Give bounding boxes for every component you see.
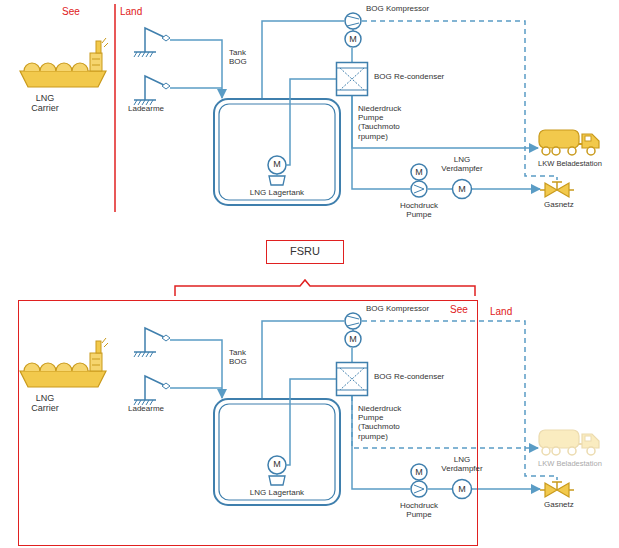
truck-station-graphic [538, 122, 602, 158]
ship-icon-graphic [18, 35, 108, 90]
pipe-connector [262, 321, 344, 398]
pipe-connector [362, 321, 557, 480]
node-label: M [344, 334, 362, 344]
storage-tank: M LNG Lagertank [213, 98, 341, 206]
pipe-connector [362, 21, 557, 180]
loading-arms: Ladearme [130, 322, 178, 402]
gas-grid-valve-graphic [540, 180, 574, 198]
edge-label: Tank BOG [229, 348, 257, 366]
vaporizer-symbol: LNG VerdampferM [452, 179, 472, 199]
zone-label: Land [490, 306, 512, 318]
pump-symbol: MHochdruck Pumpe [410, 463, 428, 497]
pipe-connector [290, 79, 336, 98]
node-label: LNG Carrier [23, 393, 67, 414]
node-label: LKW Beladestation [534, 160, 606, 169]
pipe-connector [472, 188, 540, 190]
pipe-connector [352, 96, 410, 189]
node-label: LNG Verdampfer [438, 155, 486, 173]
pipe-connector [351, 348, 353, 362]
bracket [175, 280, 475, 296]
node-label: Ladearme [128, 104, 164, 113]
truck-station: LKW Beladestation [538, 122, 602, 158]
pipe-connector [428, 188, 452, 190]
node-label: LNG Lagertank [213, 188, 341, 197]
part-label: Niederdruck Pumpe (Tauchmoto rpumpe) [358, 404, 408, 441]
ship-icon-graphic [18, 335, 108, 390]
sea-region: SeeLNG CarrierLadearmeMLNG LagertankBOG … [18, 300, 478, 546]
ship-icon: LNG Carrier [18, 35, 108, 90]
gas-grid-valve-graphic [540, 480, 574, 498]
node-label: FSRU [267, 241, 343, 262]
loading-arms-graphic [130, 22, 178, 102]
pipe-connector [352, 96, 538, 148]
node-label: LNG Carrier [23, 93, 67, 114]
node-label: BOG Kompressor [366, 304, 429, 313]
loading-arms: Ladearme [130, 22, 178, 102]
pipe-connector [472, 488, 540, 490]
pipe-connector [290, 379, 336, 398]
pipe-connector [262, 21, 344, 98]
zone-label: Land [120, 6, 142, 18]
arm-pipe [178, 387, 222, 389]
recondenser-box: BOG Re-condenser [336, 362, 368, 396]
node-label: BOG Re-condenser [374, 372, 444, 381]
node-label: LNG Lagertank [213, 488, 341, 497]
node-label: Hochdruck Pumpe [396, 201, 442, 219]
vaporizer-symbol: LNG VerdampferM [452, 479, 472, 499]
compressor-symbol: BOG KompressorM [344, 312, 362, 348]
node-label: M [410, 167, 428, 177]
pump-symbol: MHochdruck Pumpe [410, 163, 428, 197]
pipe-connector [178, 340, 222, 398]
pipe-connector [352, 396, 538, 448]
node-label: M [268, 159, 286, 169]
recondenser-box-graphic [336, 62, 368, 96]
shore-line [114, 4, 116, 212]
recondenser-box-graphic [336, 362, 368, 396]
node-label: LNG Verdampfer [438, 455, 486, 473]
truck-station: LKW Beladestation [538, 422, 602, 458]
gas-grid-valve: Gasnetz [540, 480, 574, 498]
arm-pipe [178, 87, 222, 89]
node-label: M [452, 484, 472, 494]
edge-label: Tank BOG [229, 48, 257, 66]
pipe-connector [351, 48, 353, 62]
truck-station-graphic [538, 422, 602, 458]
node-label: Gasnetz [544, 500, 574, 509]
node-label: M [344, 34, 362, 44]
compressor-symbol: BOG KompressorM [344, 12, 362, 48]
gas-grid-valve: Gasnetz [540, 180, 574, 198]
node-label: See [450, 304, 468, 316]
ship-icon: LNG Carrier [18, 335, 108, 390]
node-label: M [268, 459, 286, 469]
node-label: BOG Re-condenser [374, 72, 444, 81]
zone-label: See [62, 6, 80, 18]
pipe-connector [178, 40, 222, 98]
recondenser-box: BOG Re-condenser [336, 62, 368, 96]
node-label: Gasnetz [544, 200, 574, 209]
pipe-connector [352, 396, 410, 489]
node-label: BOG Kompressor [366, 4, 429, 13]
node-label: M [452, 184, 472, 194]
part-label: Niederdruck Pumpe (Tauchmoto rpumpe) [358, 104, 408, 141]
fsru-box: FSRU [266, 240, 344, 264]
node-label: M [410, 467, 428, 477]
node-label: Ladearme [128, 404, 164, 413]
node-label: Hochdruck Pumpe [396, 501, 442, 519]
storage-tank: M LNG Lagertank [213, 398, 341, 506]
node-label: LKW Beladestation [534, 460, 606, 469]
pipe-connector [428, 488, 452, 490]
loading-arms-graphic [130, 322, 178, 402]
